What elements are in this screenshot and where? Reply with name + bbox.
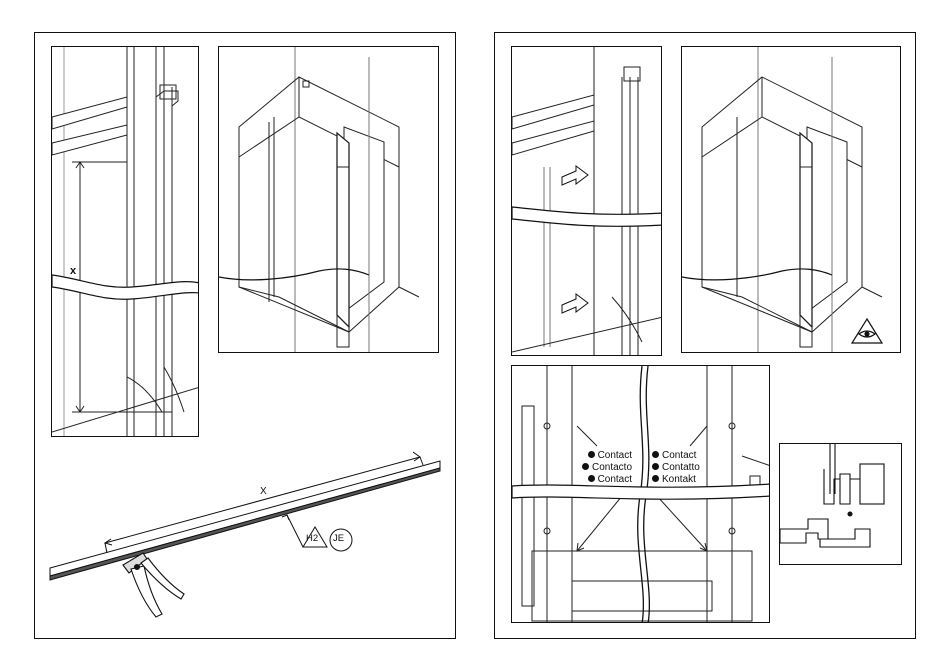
contact-detail-panel: Contact Contacto Contact Contact Contatt…: [511, 365, 770, 623]
contact-right-1: Contact: [652, 450, 700, 462]
enclosure-panel-left: [218, 46, 439, 353]
dimension-label-x: x: [70, 265, 76, 277]
tag-je: JE: [333, 533, 344, 545]
contact-right-3: Kontakt: [652, 474, 700, 486]
tag-h2: H2: [306, 533, 318, 545]
eye-warning-icon: [852, 319, 882, 343]
contact-right-2: Contatto: [652, 462, 700, 474]
right-page: Contact Contacto Contact Contact Contatt…: [494, 32, 916, 639]
profile-section-detail: [779, 443, 902, 565]
left-page: x: [34, 32, 456, 639]
profile-insert-panel: [511, 46, 662, 356]
clamp-tool-icon: [123, 553, 184, 617]
contact-left-2: Contacto: [582, 462, 632, 474]
profile-cut-drawing: X H2 JE: [45, 443, 450, 628]
cut-length-label: X: [260, 486, 267, 498]
enclosure-panel-right: [681, 46, 901, 353]
profile-measure-panel: x: [51, 46, 199, 437]
contact-list-left: Contact Contacto Contact: [582, 450, 632, 486]
contact-left-3: Contact: [582, 474, 632, 486]
contact-left-1: Contact: [582, 450, 632, 462]
arrow-right-icon: [562, 166, 588, 313]
contact-list-right: Contact Contatto Kontakt: [652, 450, 700, 486]
